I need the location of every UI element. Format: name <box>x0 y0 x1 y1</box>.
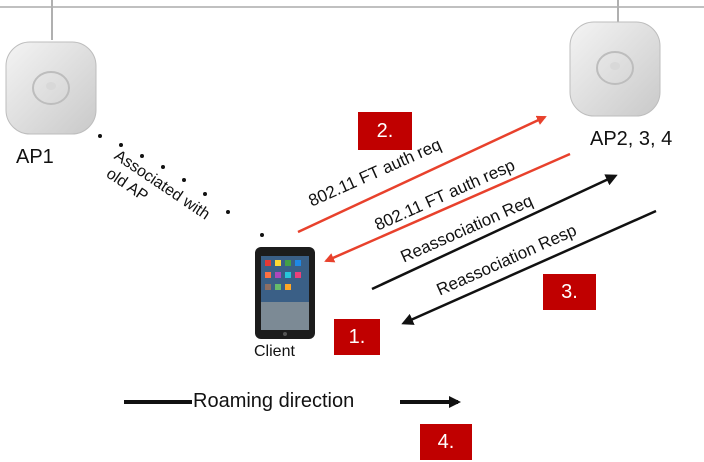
association-dotted-line <box>98 134 264 237</box>
access-point-icon <box>5 41 97 135</box>
step-badge-4: 4. <box>420 424 472 460</box>
step-badge-1: 1. <box>334 319 380 355</box>
step-badge-3: 3. <box>543 274 596 310</box>
step-badge-2: 2. <box>358 112 412 150</box>
reassoc-resp-arrow <box>401 209 657 325</box>
ft-auth-req-arrow <box>297 115 547 234</box>
ceiling-rail <box>0 6 704 8</box>
roaming-direction-label: Roaming direction <box>193 390 355 412</box>
ap1-drop-wire <box>51 0 53 40</box>
tablet-icon <box>255 247 315 339</box>
ap2-label: AP2, 3, 4 <box>590 128 673 150</box>
ap2-drop-wire <box>617 0 619 24</box>
ap1-label: AP1 <box>16 146 54 168</box>
ft-auth-resp-arrow <box>324 152 571 263</box>
reassoc-req-arrow <box>371 174 618 291</box>
client-label: Client <box>254 343 295 360</box>
access-point-icon <box>569 21 661 117</box>
